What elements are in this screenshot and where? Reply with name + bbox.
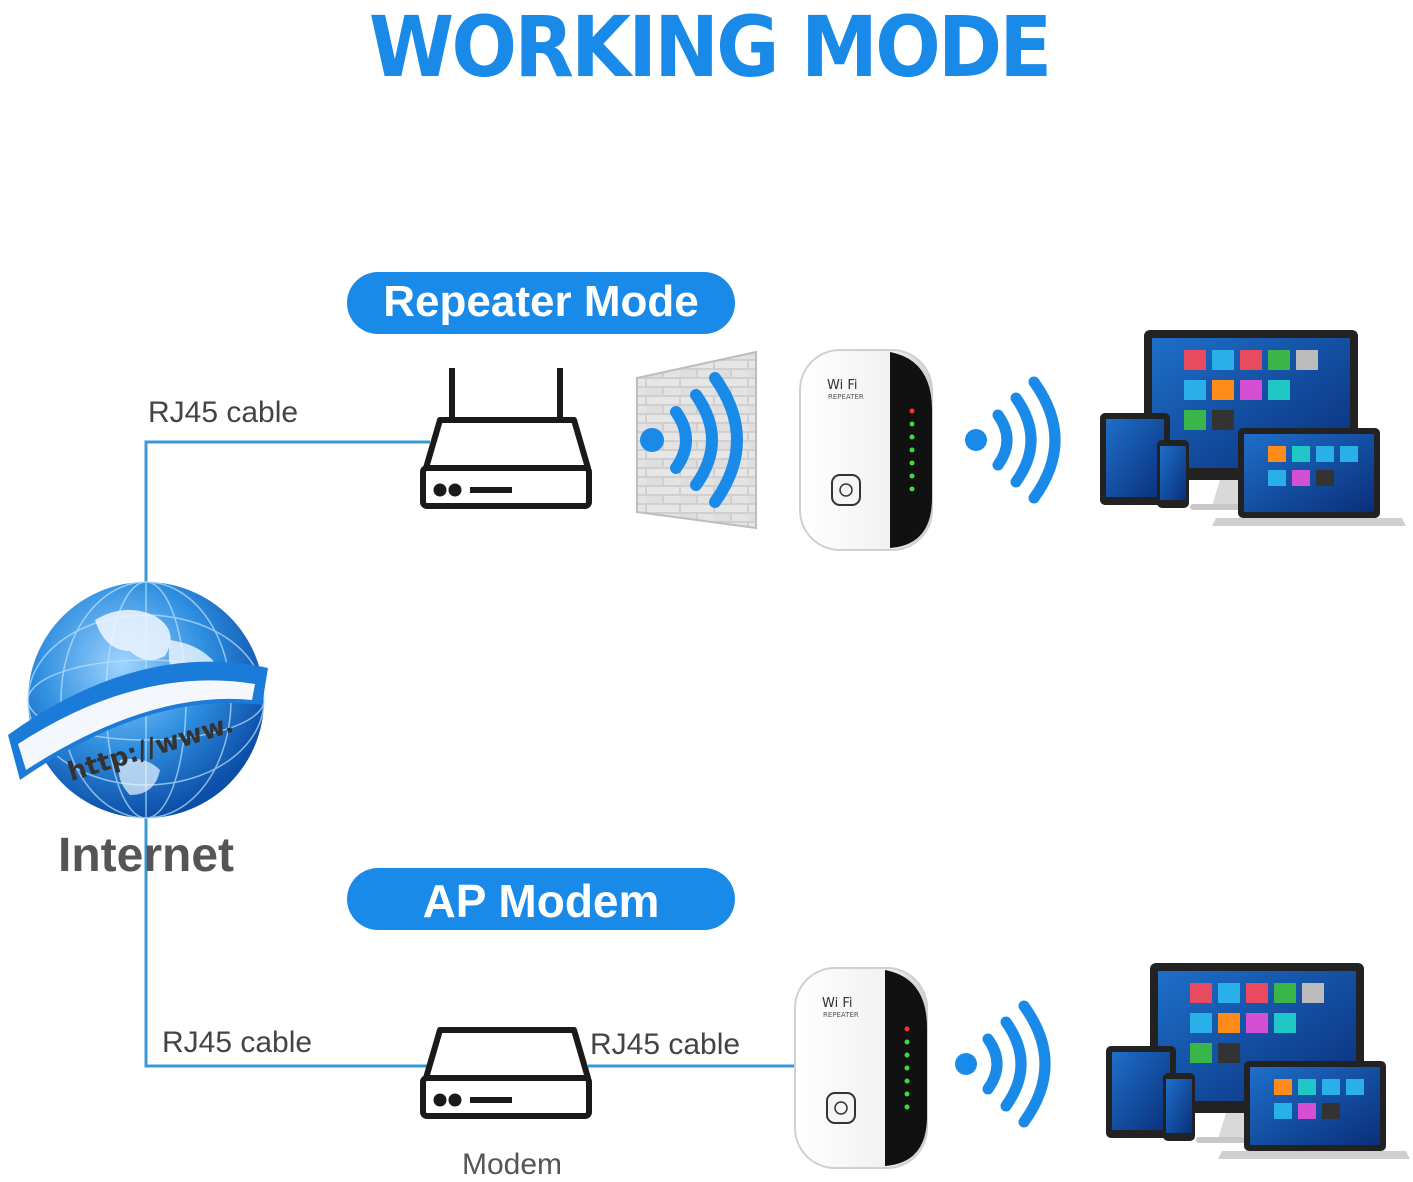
modem-label: Modem	[462, 1148, 563, 1181]
devices-icon	[1100, 330, 1406, 526]
devices-icon	[1106, 963, 1410, 1159]
wifi-signal-icon	[965, 376, 1061, 504]
repeater-sub: REPEATER	[823, 1011, 859, 1019]
repeater-mode-label: Repeater Mode	[347, 272, 735, 334]
rj45-cable-label-top: RJ45 cable	[148, 396, 299, 429]
rj45-cable-label-bottom-right: RJ45 cable	[590, 1028, 741, 1061]
wifi-signal-icon	[955, 1000, 1051, 1128]
rj45-cable-label-bottom-left: RJ45 cable	[162, 1026, 313, 1059]
ap-mode-label: AP Modem	[347, 868, 735, 930]
repeater-brand: Wi Fi	[822, 996, 852, 1011]
wifi-signal-icon	[640, 372, 743, 508]
globe-icon: http://www.	[8, 581, 268, 819]
internet-label: Internet	[58, 829, 235, 882]
wifi-repeater-device: Wi Fi REPEATER	[794, 967, 928, 1169]
modem-icon	[420, 1027, 592, 1119]
repeater-brand: Wi Fi	[827, 378, 857, 393]
page-title: WORKING MODE	[368, 0, 1052, 96]
wifi-repeater-device: Wi Fi REPEATER	[799, 349, 933, 551]
cable-lines	[144, 440, 795, 1068]
repeater-sub: REPEATER	[828, 393, 864, 401]
router-icon	[420, 368, 592, 509]
